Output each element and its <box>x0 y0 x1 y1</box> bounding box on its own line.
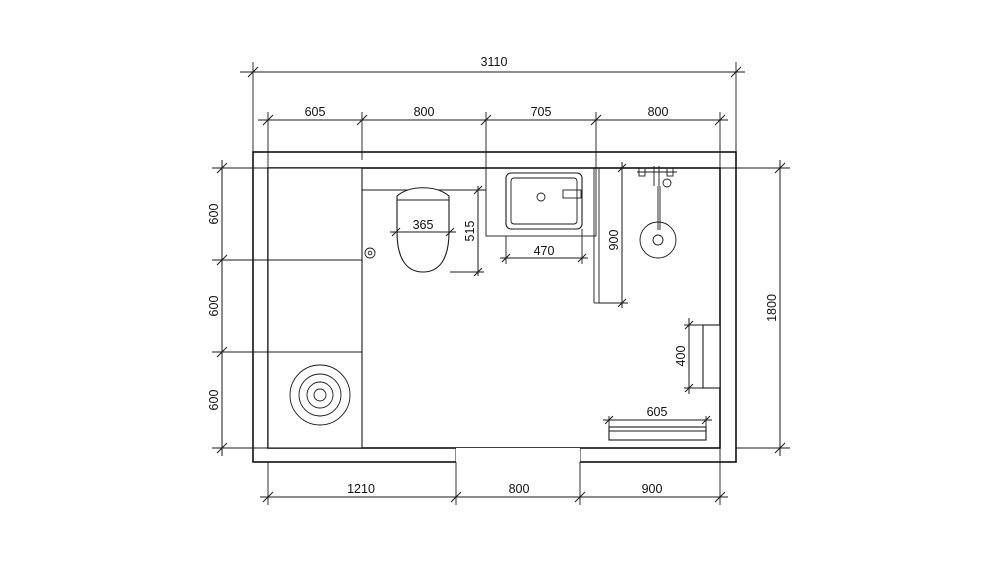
left-segment-2-label: 600 <box>207 296 221 317</box>
top-segment-2-label: 800 <box>414 105 435 119</box>
overall-width-label: 3110 <box>481 55 508 69</box>
cabinets <box>267 167 486 449</box>
toilet-depth-label: 515 <box>463 221 477 242</box>
dimension-bottom-segments: 1210 800 900 <box>260 448 728 505</box>
top-segment-1-label: 605 <box>305 105 326 119</box>
towel-radiator <box>702 324 721 389</box>
dimension-radiator-height: 400 <box>674 318 703 394</box>
shower-screen <box>593 168 600 304</box>
dimension-toilet-depth: 515 <box>450 185 484 277</box>
sink <box>485 167 597 237</box>
bench-width-label: 605 <box>647 405 668 419</box>
dimension-left-segments: 600 600 600 <box>207 160 268 456</box>
top-segment-3-label: 705 <box>531 105 552 119</box>
toilet-paper-holder <box>364 247 376 259</box>
shower-screen-label: 900 <box>607 230 621 251</box>
shower <box>637 166 677 259</box>
top-segment-4-label: 800 <box>648 105 669 119</box>
sink-width-label: 470 <box>534 244 555 258</box>
dimension-shower-screen: 900 <box>599 162 628 308</box>
dimension-overall-height: 1800 <box>720 160 790 456</box>
toilet <box>396 187 450 273</box>
dimension-overall-width: 3110 <box>240 55 745 152</box>
left-segment-3-label: 600 <box>207 390 221 411</box>
dimension-sink-width: 470 <box>500 229 588 264</box>
dimension-bench-width: 605 <box>603 405 712 427</box>
bench <box>608 426 707 441</box>
bottom-segment-2-label: 800 <box>509 482 530 496</box>
radiator-height-label: 400 <box>674 346 688 367</box>
dimension-top-segments: 605 800 705 800 <box>258 105 728 168</box>
toilet-width-label: 365 <box>413 218 434 232</box>
bottom-segment-1-label: 1210 <box>347 482 375 496</box>
washing-machine <box>289 364 351 426</box>
left-segment-1-label: 600 <box>207 204 221 225</box>
dimension-toilet-width: 365 <box>390 218 456 237</box>
overall-height-label: 1800 <box>765 294 779 322</box>
bottom-segment-3-label: 900 <box>642 482 663 496</box>
